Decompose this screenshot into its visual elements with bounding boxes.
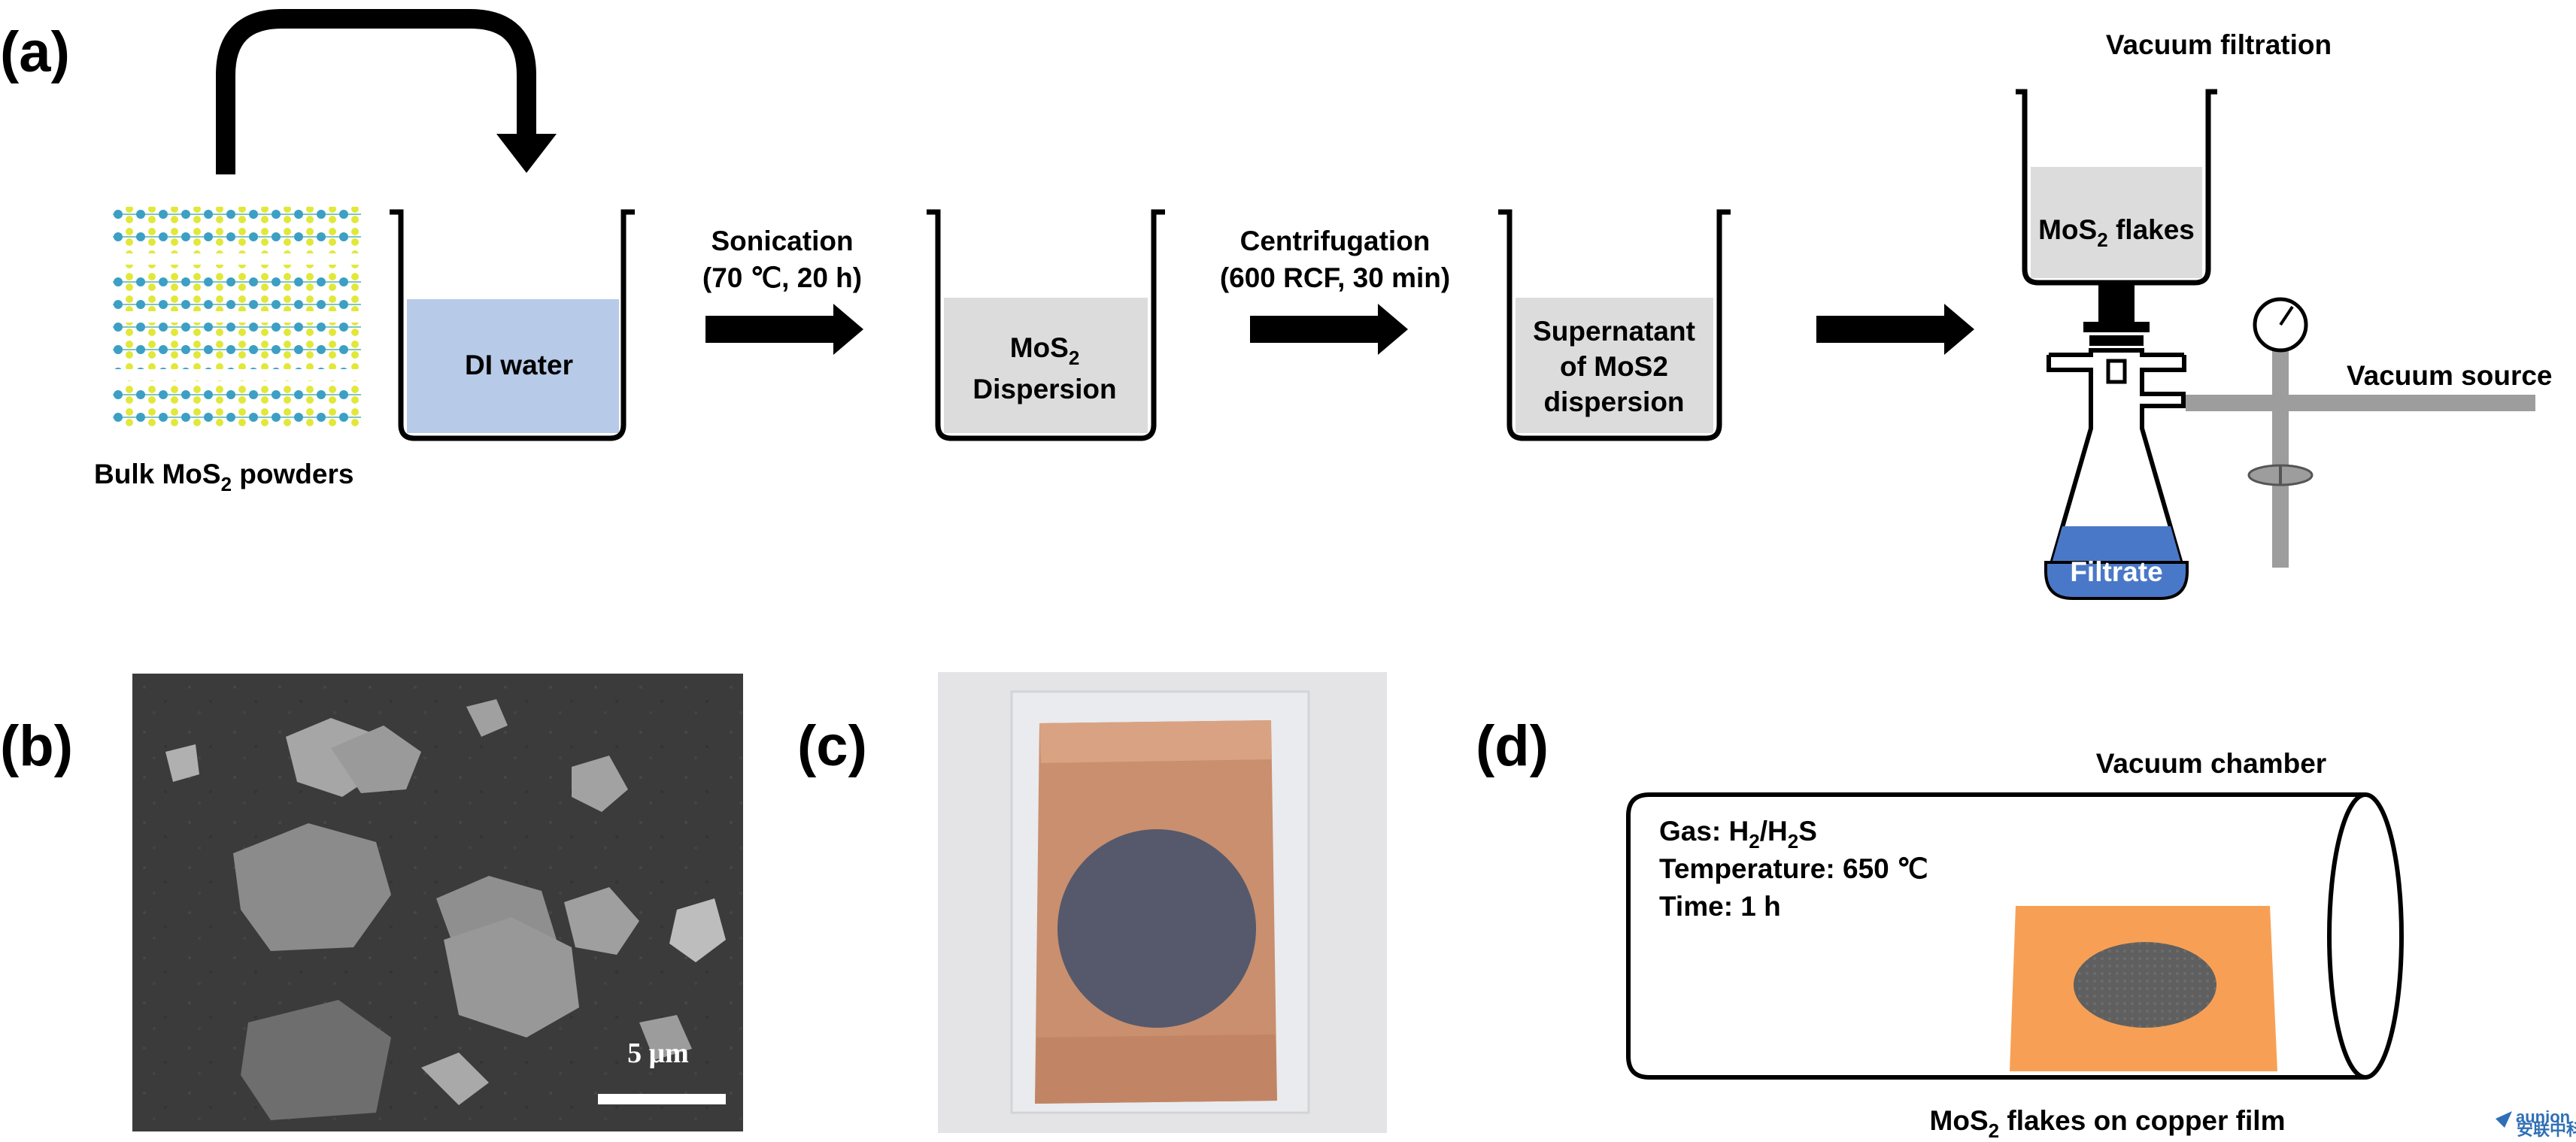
panel-label-d: (d) [1476,714,1549,778]
pressure-gauge-icon [2253,297,2308,353]
vacuum-line [2186,338,2535,568]
panel-label-b: (b) [0,714,73,778]
filtration-title: Vacuum filtration [2106,29,2332,60]
beaker3-line1: Supernatant [1533,316,1695,347]
copper-sample-photo [938,672,1387,1133]
beaker-mos2-dispersion [927,209,1165,441]
step2-arrow [1250,304,1408,355]
watermark-name: aunion [2516,1107,2570,1126]
gas-label: Gas: H2/H2S [1659,816,1817,853]
step3-arrow [1816,304,1974,355]
vacuum-source-label: Vacuum source [2347,360,2553,391]
step1-arrow [705,304,863,355]
sem-image [132,674,743,1131]
step1-line1: Sonication [711,226,853,256]
dispersion-fill [944,298,1148,433]
panel-d-caption: MoS2 flakes on copper film [1930,1105,2286,1142]
scale-bar-label: 5 μm [627,1037,689,1069]
beaker2-line2: Dispersion [972,374,1116,404]
step2-line2: (600 RCF, 30 min) [1220,262,1450,293]
beaker1-label: DI water [465,350,573,380]
step2-line1: Centrifugation [1240,226,1431,256]
time-label: Time: 1 h [1659,891,1781,922]
bulk-mos2-crystal [113,207,361,427]
beaker-di-water [390,209,635,441]
panel-label-a: (a) [0,20,70,84]
bulk-mos2-label: Bulk MoS2 powders [94,459,353,495]
watermark-sub: 安联中科 [2517,1120,2576,1139]
step1-line2: (70 ℃, 20 h) [702,262,862,293]
beaker-supernatant [1498,209,1731,441]
filtrate-label: Filtrate [2070,556,2162,587]
funnel-label: MoS2 flakes [2038,214,2195,251]
filtrate-fill [2050,526,2183,571]
copper-film-substrate [2010,906,2277,1071]
transfer-arrow [216,9,557,174]
beaker2-line1: MoS2 [1010,332,1080,369]
filtration-apparatus [2016,89,2217,600]
vacuum-chamber-title: Vacuum chamber [2096,748,2326,779]
supernatant-fill [1516,298,1713,433]
di-water-fill [407,299,619,433]
panel-label-c: (c) [797,714,867,778]
mos2-film-disc [1057,829,1256,1028]
beaker3-line3: dispersion [1543,386,1684,417]
temperature-label: Temperature: 650 ℃ [1659,853,1928,884]
beaker3-line2: of MoS2 [1560,351,1668,382]
watermark-logo: aunion 安联中科 [2496,1107,2576,1139]
funnel-flakes-fill [2031,167,2202,278]
